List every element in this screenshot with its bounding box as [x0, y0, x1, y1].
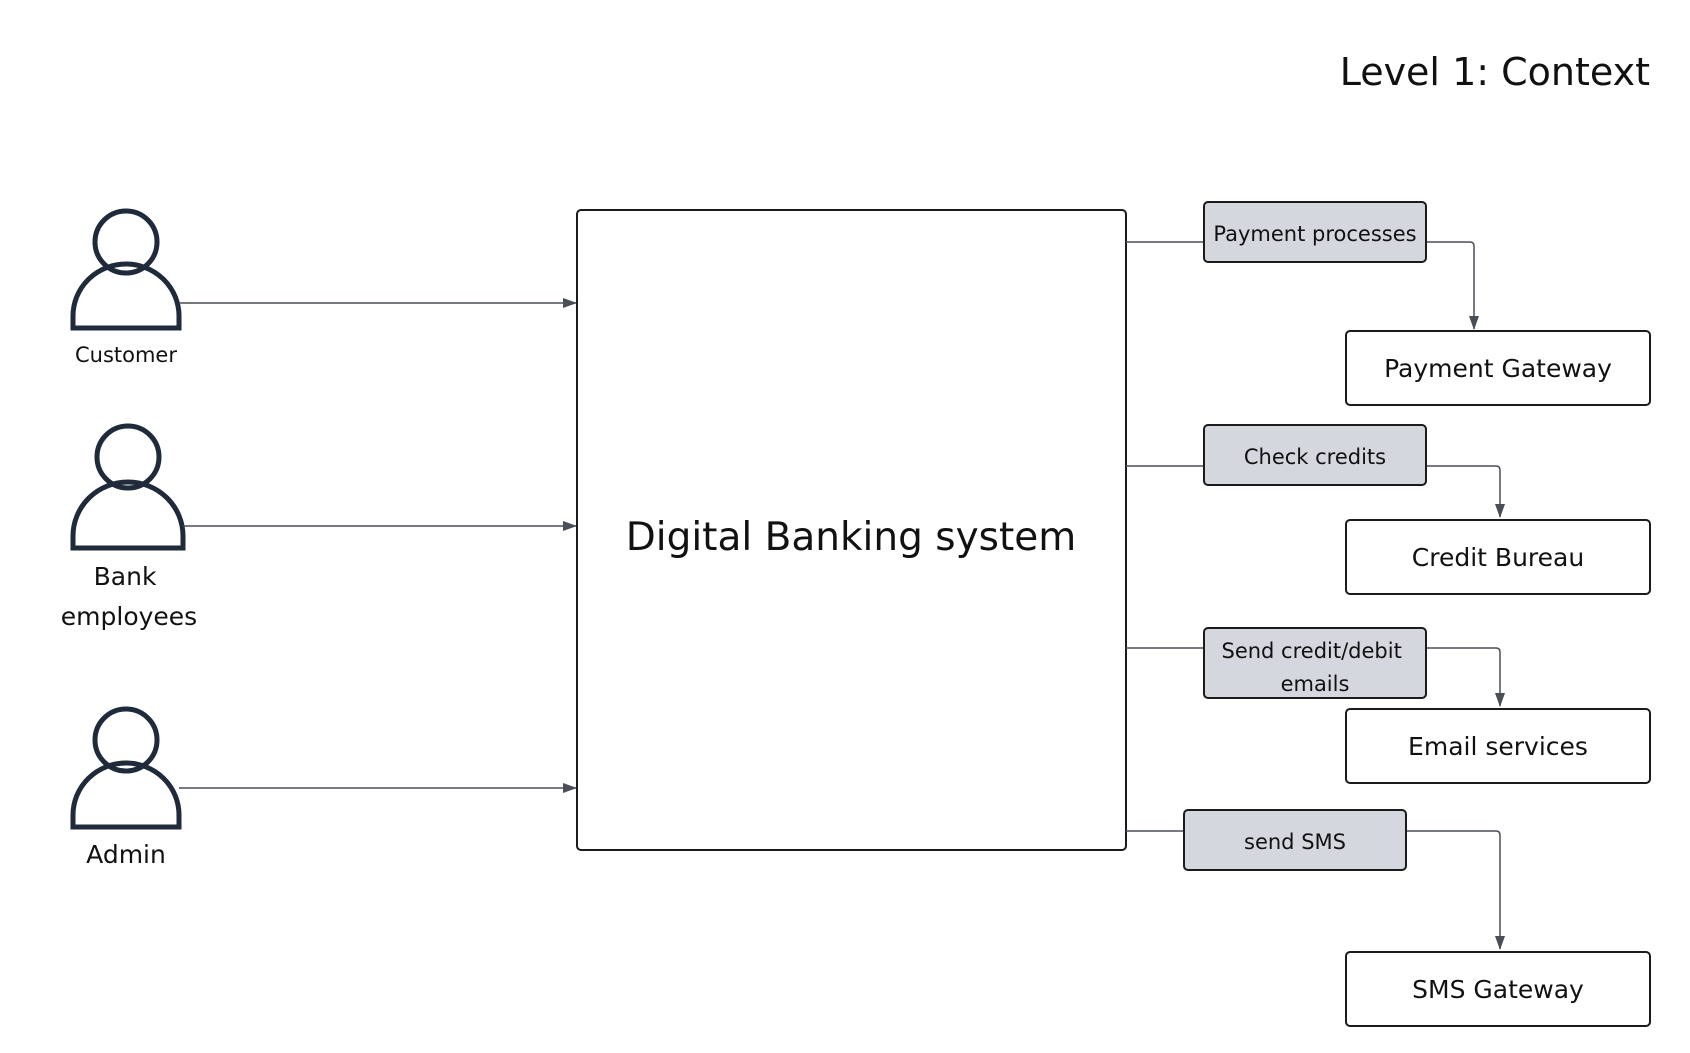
relation-box — [1203, 627, 1427, 699]
external-email-services[interactable]: Email services — [1345, 708, 1651, 784]
actor-label: Customer — [75, 343, 177, 367]
payment-to-gateway-arrow — [1426, 241, 1479, 330]
relation-box — [1183, 809, 1407, 871]
relation-box — [1203, 201, 1427, 263]
person-icon — [70, 208, 182, 331]
relation-label-line: Check credits — [1244, 445, 1386, 469]
actor-admin[interactable]: Admin — [70, 706, 182, 869]
actor-label-line: Bank — [94, 562, 157, 591]
relation-send-sms[interactable]: send SMS — [1183, 809, 1407, 871]
actor-label: Bank employees — [61, 562, 197, 631]
system-box — [576, 209, 1127, 851]
actor-label: Admin — [86, 840, 166, 869]
relation-label: Check credits — [1244, 445, 1386, 469]
external-box — [1345, 519, 1651, 595]
sms-to-gateway-arrow — [1406, 830, 1505, 950]
actor-label-line: Customer — [75, 343, 177, 367]
external-sms-gateway[interactable]: SMS Gateway — [1345, 951, 1651, 1027]
actor-bank-employees[interactable]: Bank employees — [61, 423, 197, 631]
external-label: Email services — [1408, 732, 1588, 761]
relation-label-line: Payment processes — [1213, 222, 1416, 246]
relation-label: Payment processes — [1213, 222, 1416, 246]
relation-send-emails[interactable]: Send credit/debit emails — [1203, 627, 1427, 699]
actor-customer[interactable]: Customer — [70, 208, 182, 367]
credits-to-bureau-arrow — [1426, 465, 1505, 518]
relation-check-credits[interactable]: Check credits — [1203, 424, 1427, 486]
actor-label-line: Admin — [86, 840, 166, 869]
external-box — [1345, 951, 1651, 1027]
external-label: Credit Bureau — [1412, 543, 1584, 572]
external-label: SMS Gateway — [1412, 975, 1584, 1004]
relation-label-line: emails — [1281, 672, 1350, 696]
system-label: Digital Banking system — [626, 515, 1077, 560]
external-box — [1345, 708, 1651, 784]
actor-label-line: employees — [61, 602, 197, 631]
external-credit-bureau[interactable]: Credit Bureau — [1345, 519, 1651, 595]
relation-label-line: send SMS — [1244, 830, 1346, 854]
external-box — [1345, 330, 1651, 406]
relation-label: send SMS — [1244, 830, 1346, 854]
diagram-title: Level 1: Context — [1340, 50, 1650, 94]
person-icon — [70, 706, 182, 830]
emails-to-services-arrow — [1426, 647, 1505, 707]
person-icon — [70, 423, 186, 551]
digital-banking-system[interactable]: Digital Banking system — [576, 209, 1127, 851]
relation-label-line: Send credit/debit — [1221, 639, 1401, 663]
relation-payment-processes[interactable]: Payment processes — [1203, 201, 1427, 263]
relation-box — [1203, 424, 1427, 486]
external-label: Payment Gateway — [1384, 354, 1612, 383]
relation-label: Send credit/debit emails — [1221, 639, 1408, 696]
external-payment-gateway[interactable]: Payment Gateway — [1345, 330, 1651, 406]
